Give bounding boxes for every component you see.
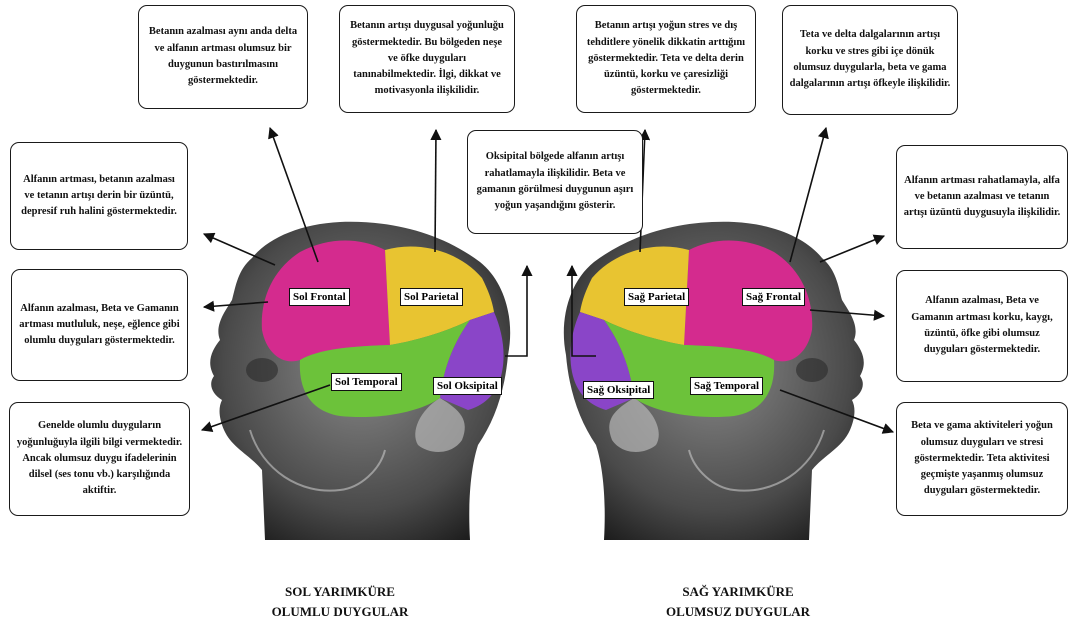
arrow-top-right bbox=[790, 128, 826, 262]
label-sag-temporal: Sağ Temporal bbox=[690, 377, 763, 395]
note-top-mid-right: Betanın artışı yoğun stres ve dış tehdit… bbox=[576, 5, 756, 113]
caption-right-line2: OLUMSUZ DUYGULAR bbox=[638, 602, 838, 622]
note-right-1: Alfanın artması rahatlamayla, alfa ve be… bbox=[896, 145, 1068, 249]
caption-left-line2: OLUMLU DUYGULAR bbox=[250, 602, 430, 622]
note-top-left: Betanın azalması aynı anda delta ve alfa… bbox=[138, 5, 308, 109]
caption-left: SOL YARIMKÜRE OLUMLU DUYGULAR bbox=[250, 582, 430, 622]
label-sag-parietal: Sağ Parietal bbox=[624, 288, 689, 306]
note-left-2: Alfanın azalması, Beta ve Gamanın artmas… bbox=[11, 269, 188, 381]
caption-left-line1: SOL YARIMKÜRE bbox=[250, 582, 430, 602]
note-right-2: Alfanın azalması, Beta ve Gamanın artmas… bbox=[896, 270, 1068, 382]
label-sol-frontal: Sol Frontal bbox=[289, 288, 350, 306]
note-top-mid-left: Betanın artışı duygusal yoğunluğu göster… bbox=[339, 5, 515, 113]
note-right-3: Beta ve gama aktiviteleri yoğun olumsuz … bbox=[896, 402, 1068, 516]
label-sag-oksipital: Sağ Oksipital bbox=[583, 381, 654, 399]
note-center: Oksipital bölgede alfanın artışı rahatla… bbox=[467, 130, 643, 234]
caption-right-line1: SAĞ YARIMKÜRE bbox=[638, 582, 838, 602]
label-sag-frontal: Sağ Frontal bbox=[742, 288, 805, 306]
note-top-right: Teta ve delta dalgalarının artışı korku … bbox=[782, 5, 958, 115]
label-sol-temporal: Sol Temporal bbox=[331, 373, 402, 391]
arrow-top-mid-left bbox=[435, 130, 436, 252]
note-left-1: Alfanın artması, betanın azalması ve tet… bbox=[10, 142, 188, 250]
note-left-3: Genelde olumlu duyguların yoğunluğuyla i… bbox=[9, 402, 190, 516]
caption-right: SAĞ YARIMKÜRE OLUMSUZ DUYGULAR bbox=[638, 582, 838, 622]
label-sol-oksipital: Sol Oksipital bbox=[433, 377, 502, 395]
arrow-right-1 bbox=[820, 236, 884, 262]
left-eye-socket bbox=[246, 358, 278, 382]
right-eye-socket bbox=[796, 358, 828, 382]
label-sol-parietal: Sol Parietal bbox=[400, 288, 463, 306]
